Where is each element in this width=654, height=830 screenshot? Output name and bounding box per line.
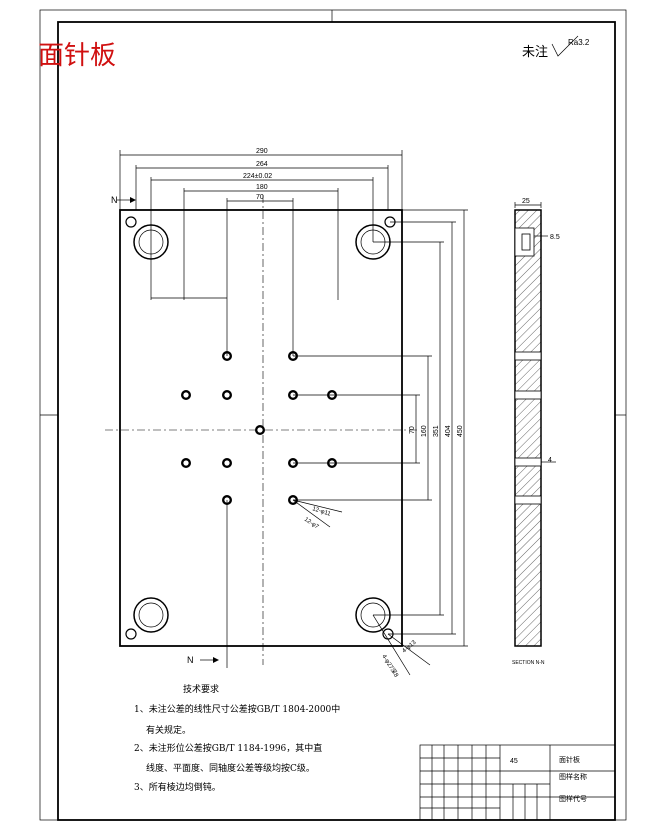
- drawing-frame: [57, 21, 616, 821]
- dim-224: 224±0.02: [243, 173, 272, 180]
- tech-item: 有关规定。: [146, 724, 191, 736]
- top-dimensions: [119, 150, 403, 668]
- hole-callout-small: 12-φ11: [311, 506, 331, 518]
- dim-r70: 70: [409, 426, 416, 434]
- plate-outline: [119, 209, 403, 647]
- roughness-symbol: [551, 35, 579, 57]
- tech-item: 1、未注公差的线性尺寸公差按GB/T 1804-2000中: [134, 703, 340, 715]
- section-marker-top: N: [111, 195, 118, 205]
- right-dimensions: [293, 209, 468, 647]
- front-view: N N 290 264 224±0.02 180 70: [105, 148, 468, 679]
- surface-note: 未注: [522, 44, 548, 59]
- dim-180: 180: [256, 184, 268, 191]
- tech-item: 2、未注形位公差按GB/T 1184-1996，其中直: [134, 742, 322, 754]
- material-value: 45: [510, 758, 518, 765]
- side-width: 25: [522, 198, 530, 205]
- title-block: [419, 744, 616, 821]
- dim-290: 290: [256, 148, 268, 155]
- tech-heading: 技术要求: [183, 683, 219, 695]
- tech-item: 3、所有棱边均倒钝。: [134, 781, 221, 793]
- dim-r351: 351: [433, 425, 440, 437]
- section-label: SECTION N-N: [512, 660, 545, 666]
- tech-item: 线度、平面度、同轴度公差等级均按C级。: [146, 762, 315, 774]
- screw-hole: [125, 216, 137, 228]
- side-depth: 8.5: [550, 234, 560, 241]
- screw-hole: [125, 628, 137, 640]
- dim-r450: 450: [457, 425, 464, 437]
- section-plate: [514, 209, 542, 647]
- drawing-name-label: 图样名称: [559, 772, 587, 781]
- part-name: 面针板: [559, 755, 580, 764]
- hole-callout-counter: 12-φ7: [303, 517, 320, 531]
- drawing-title: 面针板: [38, 41, 116, 71]
- side-section-view: 25 8.5 4 SECTION N-N: [512, 198, 560, 666]
- dim-r160: 160: [421, 425, 428, 437]
- corner-callout-a: 4-φ13: [401, 639, 418, 654]
- dim-r404: 404: [445, 425, 452, 437]
- dim-70: 70: [256, 194, 264, 201]
- side-hole: 4: [548, 457, 552, 464]
- technical-requirements: 技术要求 1、未注公差的线性尺寸公差按GB/T 1804-2000中 有关规定。…: [134, 683, 340, 793]
- drawing-code-label: 图样代号: [559, 794, 587, 803]
- section-marker-bottom: N: [187, 655, 194, 665]
- return-pin-hole: [133, 597, 169, 633]
- dim-264: 264: [256, 161, 268, 168]
- ejector-pin-holes: [181, 351, 337, 505]
- corner-callout-b: 4-φ27深8: [380, 653, 401, 679]
- roughness-value: Ra3.2: [568, 38, 590, 47]
